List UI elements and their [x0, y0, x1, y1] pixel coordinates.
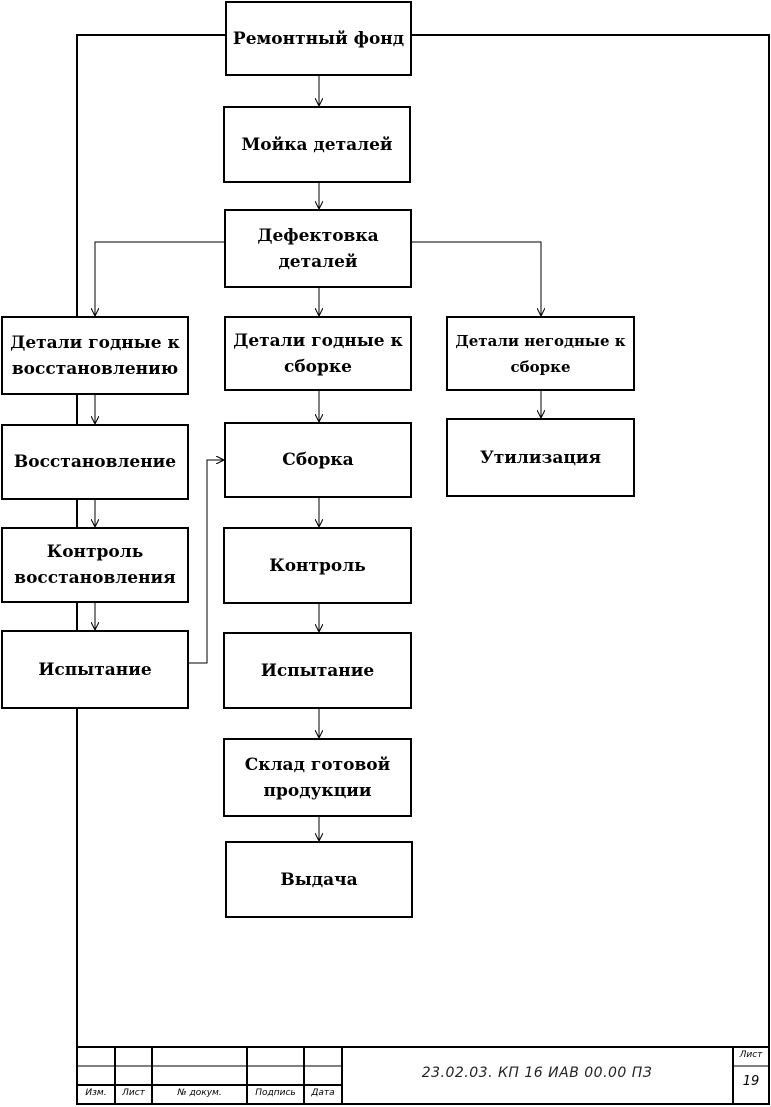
node-negodnye-sborke: Детали негодные к сборке [446, 316, 635, 391]
connectors [95, 75, 541, 841]
node-defektovka: Дефектовка деталей [224, 209, 412, 288]
title-block-grid [77, 1046, 769, 1104]
document-code: 23.02.03. КП 16 ИАВ 00.00 ПЗ [421, 1065, 653, 1081]
node-godnye-vosstanovleniyu: Детали годные к восстановлению [1, 316, 189, 395]
stamp-col-podpis: Подпись [255, 1088, 296, 1098]
node-kontrol-vosstanovleniya: Контроль восстановления [1, 527, 189, 603]
stamp-col-data: Дата [311, 1088, 335, 1098]
stamp-col-dokum: № докум. [177, 1088, 222, 1098]
node-vydacha: Выдача [225, 841, 413, 918]
node-kontrol: Контроль [223, 527, 412, 604]
node-vosstanovlenie: Восстановление [1, 424, 189, 500]
node-moyka: Мойка деталей [223, 106, 411, 183]
edge-defektovka-negodnye [412, 241, 541, 316]
node-remontny-fond: Ремонтный фонд [225, 1, 412, 76]
edge-ispytanie-sborka [189, 460, 224, 664]
sheet-label: Лист [739, 1050, 763, 1060]
node-ispytanie-center: Испытание [223, 632, 412, 709]
node-godnye-sborke: Детали годные к сборке [224, 316, 412, 391]
sheet-number: 19 [742, 1074, 760, 1089]
edge-defektovka-godnye-vosst [95, 241, 225, 316]
node-utilizaciya: Утилизация [446, 418, 635, 497]
node-sklad: Склад готовой продукции [223, 738, 412, 817]
node-sborka: Сборка [224, 422, 412, 498]
node-ispytanie-left: Испытание [1, 630, 189, 709]
stamp-col-izm: Изм. [85, 1088, 107, 1098]
stamp-col-list: Лист [122, 1088, 145, 1098]
